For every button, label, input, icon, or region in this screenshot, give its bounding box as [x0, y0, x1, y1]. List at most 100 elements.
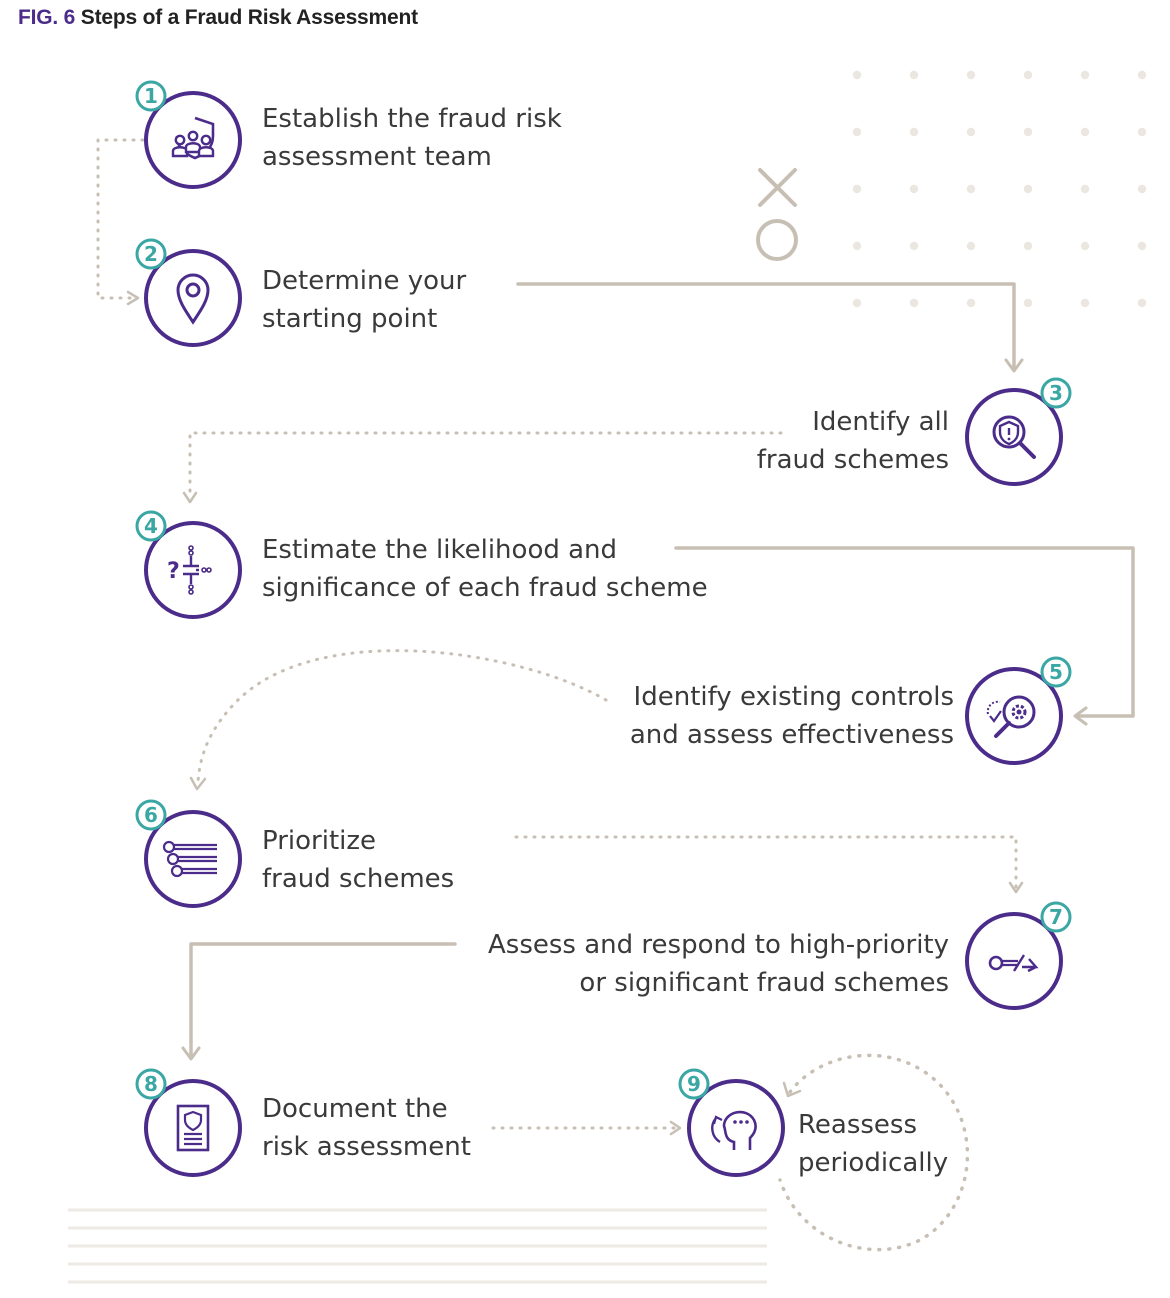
- background-dot: [1137, 70, 1147, 80]
- arrowhead-5-6: [189, 776, 207, 791]
- background-dot: [1023, 70, 1033, 80]
- step-number: 9: [687, 1072, 701, 1096]
- step-number: 6: [144, 803, 158, 827]
- step-circle: [144, 1079, 242, 1177]
- step-7-label: Assess and respond to high-priority or s…: [488, 926, 949, 1002]
- step-6-line-1: Prioritize: [262, 826, 377, 856]
- step-2-badge: 2: [135, 238, 242, 347]
- background-dot: [1080, 127, 1090, 137]
- step-2-label: Determine your starting point: [262, 262, 466, 338]
- arrowhead-2-3: [1004, 358, 1024, 373]
- background-dot: [909, 241, 919, 251]
- background-dot: [909, 298, 919, 308]
- document-shield-icon: [176, 1104, 210, 1152]
- step-3-line-1: Identify all: [812, 407, 949, 437]
- background-dot: [1137, 184, 1147, 194]
- background-dot: [1023, 241, 1033, 251]
- arrowhead-1-2: [126, 290, 140, 306]
- step-number-ring: [135, 1068, 167, 1100]
- team-shield-icon: [171, 116, 215, 160]
- step-8-line-2: risk assessment: [262, 1132, 471, 1162]
- connector-1-2: [96, 138, 145, 300]
- step-9-label: Reassess periodically: [798, 1106, 948, 1182]
- background-dot: [1080, 241, 1090, 251]
- svg-text:?: ?: [167, 559, 180, 584]
- background-dot: [1023, 298, 1033, 308]
- step-1-line-1: Establish the fraud risk: [262, 104, 562, 134]
- step-circle: [965, 667, 1063, 765]
- connector-6-7: [514, 835, 1018, 890]
- step-7-badge: 7: [965, 901, 1072, 1010]
- step-8-label: Document the risk assessment: [262, 1090, 471, 1166]
- arrowhead-loop: [782, 1081, 802, 1098]
- figure-title: FIG. 6 Steps of a Fraud Risk Assessment: [18, 6, 418, 30]
- step-number: 4: [144, 514, 158, 538]
- arrowhead-3-4: [182, 491, 198, 504]
- step-number-ring: [1040, 901, 1072, 933]
- background-dot: [852, 298, 862, 308]
- step-1-line-2: assessment team: [262, 142, 492, 172]
- arrowhead-4-5: [1073, 706, 1088, 726]
- background-dot: [1023, 184, 1033, 194]
- background-dot: [966, 241, 976, 251]
- step-4-line-1: Estimate the likelihood and: [262, 535, 618, 565]
- step-number-ring: [1040, 377, 1072, 409]
- step-6-line-2: fraud schemes: [262, 864, 455, 894]
- step-5-label: Identify existing controls and assess ef…: [630, 678, 954, 754]
- shield-magnifier-icon: [992, 415, 1036, 459]
- connectors: [96, 138, 1135, 1252]
- step-5-line-1: Identify existing controls: [633, 682, 954, 712]
- step-circle: [144, 810, 242, 908]
- step-6-label: Prioritize fraud schemes: [262, 822, 454, 898]
- background-dot-grid: [852, 70, 1147, 308]
- step-9-line-1: Reassess: [798, 1110, 918, 1140]
- background-dot: [909, 70, 919, 80]
- background-dot: [1080, 298, 1090, 308]
- step-7-line-2: or significant fraud schemes: [579, 968, 949, 998]
- step-2-line-2: starting point: [262, 304, 438, 334]
- step-number: 5: [1049, 660, 1063, 684]
- footer-rule-lines: [68, 1208, 767, 1284]
- background-dot: [909, 184, 919, 194]
- background-dot: [966, 127, 976, 137]
- step-4-label: Estimate the likelihood and significance…: [262, 531, 708, 607]
- step-number: 2: [144, 242, 158, 266]
- connector-2-3: [516, 282, 1016, 370]
- connector-7-8: [189, 942, 457, 1057]
- gear-magnifier-icon: [986, 695, 1036, 738]
- step-9-line-2: periodically: [798, 1148, 949, 1178]
- step-number: 8: [144, 1072, 158, 1096]
- arrowhead-7-8: [181, 1046, 201, 1061]
- step-4-badge: ?4: [135, 510, 242, 619]
- connector-5-6: [196, 649, 608, 784]
- step-5-line-2: and assess effectiveness: [629, 720, 954, 750]
- step-circle: [687, 1079, 785, 1177]
- step-number: 3: [1049, 381, 1063, 405]
- location-pin-icon: [176, 273, 210, 325]
- background-dot: [966, 184, 976, 194]
- step-number-ring: [135, 510, 167, 542]
- figure-title-text: Steps of a Fraud Risk Assessment: [80, 6, 418, 29]
- background-dot: [966, 70, 976, 80]
- background-dot: [1080, 184, 1090, 194]
- background-dot: [1137, 298, 1147, 308]
- step-number-ring: [1040, 656, 1072, 688]
- step-8-line-1: Document the: [262, 1094, 448, 1124]
- step-6-badge: 6: [135, 799, 242, 908]
- step-number-ring: [135, 799, 167, 831]
- x-o-decoration: [756, 168, 798, 261]
- arrowhead-6-7: [1008, 881, 1024, 894]
- step-4-line-2: significance of each fraud scheme: [262, 573, 708, 603]
- step-2-line-1: Determine your: [262, 266, 467, 296]
- decision-tree-icon: ?: [167, 545, 212, 595]
- priority-list-icon: [162, 840, 217, 878]
- step-circle: [144, 521, 242, 619]
- step-1-label: Establish the fraud risk assessment team: [262, 100, 562, 176]
- step-3-label: Identify all fraud schemes: [757, 403, 949, 479]
- background-dot: [909, 127, 919, 137]
- step-3-line-2: fraud schemes: [756, 445, 949, 475]
- background-dot: [852, 184, 862, 194]
- step-9-badge: 9: [678, 1068, 785, 1177]
- head-cycle-icon: [711, 1110, 757, 1150]
